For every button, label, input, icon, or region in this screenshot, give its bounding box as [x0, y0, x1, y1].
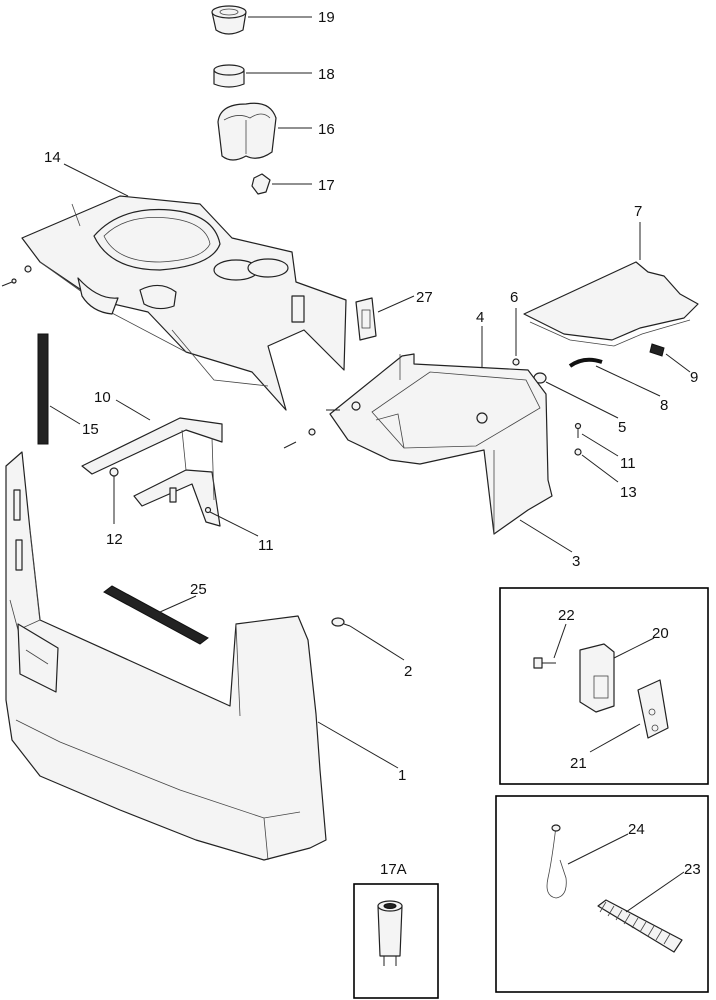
part-27-bracket	[355, 297, 377, 341]
leader-23	[625, 871, 685, 913]
callout-10: 10	[94, 389, 111, 406]
leader-8	[595, 365, 661, 397]
part-17a-socket	[377, 900, 403, 966]
inset-box-23-24	[495, 795, 709, 993]
callout-25: 25	[190, 581, 207, 598]
part-13-washer	[574, 448, 582, 456]
callout-1: 1	[398, 767, 406, 784]
part-14-upper-console	[21, 195, 347, 411]
part-15-strip	[37, 333, 49, 445]
part-6-pin	[512, 358, 520, 366]
callout-16: 16	[318, 121, 335, 138]
callout-13: 13	[620, 484, 637, 501]
callout-15: 15	[82, 421, 99, 438]
callout-19: 19	[318, 9, 335, 26]
callout-24: 24	[628, 821, 645, 838]
callout-8: 8	[660, 397, 668, 414]
callout-9: 9	[690, 369, 698, 386]
callout-2: 2	[404, 663, 412, 680]
callout-17: 17	[318, 177, 335, 194]
leader-24	[567, 833, 629, 865]
part-24-strap	[546, 824, 567, 899]
callout-3: 3	[572, 553, 580, 570]
part-16-cup-holder	[217, 102, 277, 161]
inset-label-17a: 17A	[380, 861, 407, 878]
callout-27: 27	[416, 289, 433, 306]
part-3-console-housing	[329, 353, 553, 535]
callout-18: 18	[318, 66, 335, 83]
part-hardware-nut-center	[283, 401, 361, 449]
leader-1	[317, 721, 399, 769]
callout-5: 5	[618, 419, 626, 436]
leader-5	[545, 381, 619, 419]
part-7-mat	[523, 261, 699, 347]
part-9-fastener	[649, 343, 665, 357]
leader-22	[553, 623, 567, 659]
leader-3	[519, 519, 573, 553]
part-11-screw-left	[204, 506, 212, 514]
callout-11-right: 11	[620, 455, 636, 472]
leader-11-left	[209, 511, 259, 537]
callout-23: 23	[684, 861, 701, 878]
callout-4: 4	[476, 309, 484, 326]
leader-11-right	[581, 433, 619, 457]
part-8-strip	[568, 357, 603, 368]
callout-7: 7	[634, 203, 642, 220]
leader-20	[613, 637, 655, 659]
part-11-screw-right	[574, 422, 582, 438]
part-23-spring	[597, 899, 683, 953]
callout-22: 22	[558, 607, 575, 624]
part-25-strip	[103, 585, 209, 645]
part-19-cup-insert	[211, 5, 247, 35]
part-22-bolt	[533, 657, 556, 669]
part-hardware-screw-left	[1, 265, 32, 287]
callout-12: 12	[106, 531, 123, 548]
part-10-support-bracket	[81, 417, 223, 527]
part-18-ring	[213, 64, 245, 88]
leader-2	[349, 625, 405, 661]
leader-27	[377, 295, 415, 313]
part-21-plate	[637, 679, 669, 739]
leader-9	[665, 353, 691, 373]
leader-14	[63, 163, 129, 197]
leader-10	[115, 399, 151, 421]
part-20-hook	[579, 643, 615, 713]
callout-14: 14	[44, 149, 61, 166]
part-17-clip	[251, 173, 271, 195]
callout-20: 20	[652, 625, 669, 642]
part-1-lower-panel	[5, 451, 327, 861]
callout-21: 21	[570, 755, 587, 772]
part-2-screw	[331, 617, 351, 627]
leader-25	[159, 595, 197, 613]
leader-21	[589, 723, 641, 753]
leader-15	[49, 405, 81, 425]
leader-13	[581, 454, 619, 483]
callout-11-left: 11	[258, 537, 274, 554]
callout-6: 6	[510, 289, 518, 306]
